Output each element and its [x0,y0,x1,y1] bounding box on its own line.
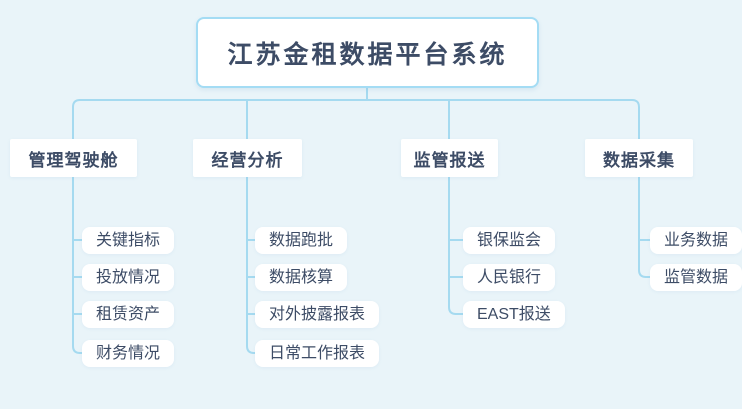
branch-node-data-collection[interactable]: 数据采集 [585,139,693,177]
leaf-node[interactable]: 数据核算 [255,264,348,291]
leaf-node[interactable]: 业务数据 [650,227,742,254]
leaf-node[interactable]: 关键指标 [82,227,175,254]
leaf-node[interactable]: EAST报送 [463,301,565,328]
branch-node-regulatory-reporting[interactable]: 监管报送 [401,139,498,177]
branch-node-business-analysis[interactable]: 经营分析 [193,139,302,177]
leaf-node[interactable]: 银保监会 [463,227,556,254]
leaf-node[interactable]: 人民银行 [463,264,556,291]
branch-node-management-cockpit[interactable]: 管理驾驶舱 [10,139,137,177]
leaf-node[interactable]: 租赁资产 [82,301,175,328]
leaf-node[interactable]: 财务情况 [82,340,175,367]
leaf-node[interactable]: 对外披露报表 [255,301,380,328]
leaf-node[interactable]: 监管数据 [650,264,742,291]
leaf-node[interactable]: 投放情况 [82,264,175,291]
root-node[interactable]: 江苏金租数据平台系统 [196,17,539,88]
leaf-node[interactable]: 数据跑批 [255,227,348,254]
leaf-node[interactable]: 日常工作报表 [255,340,380,367]
